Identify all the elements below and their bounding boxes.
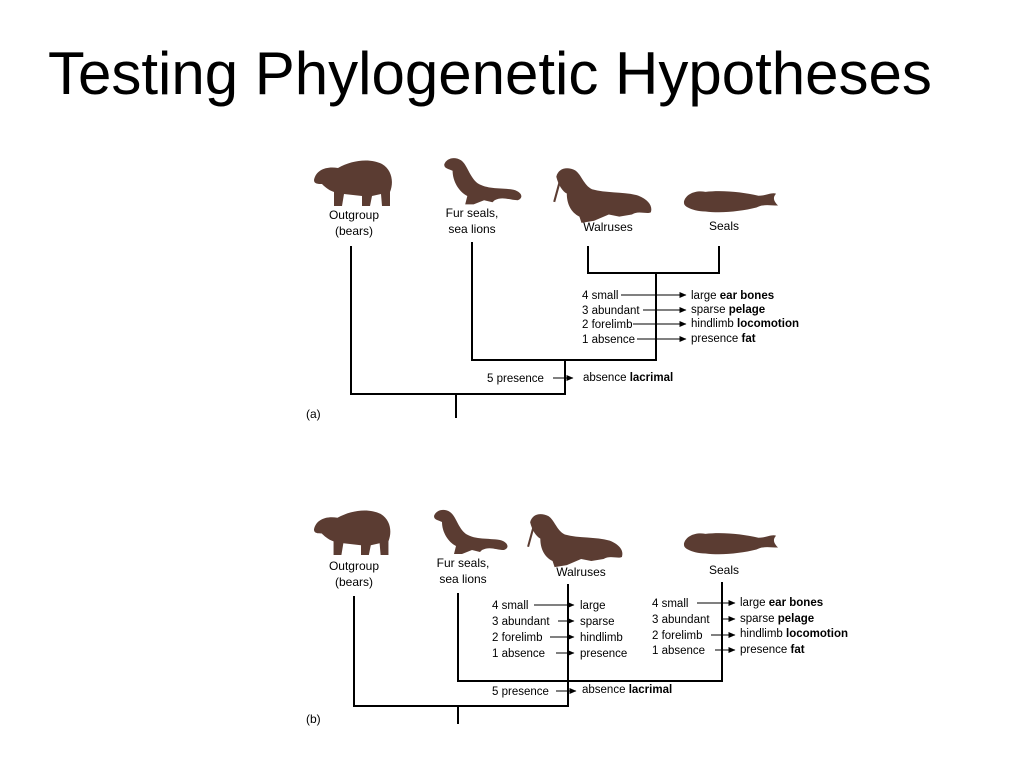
trait-to: hindlimb locomotion xyxy=(691,318,799,330)
trait-from: 1 absence xyxy=(652,645,705,657)
root-trait-to: absence lacrimal xyxy=(583,372,673,384)
panel-label-b: (b) xyxy=(306,712,321,726)
taxon-fur-seals-line1: Fur seals, xyxy=(446,206,499,220)
seal-icon xyxy=(683,533,779,555)
trait-to: hindlimb xyxy=(580,632,623,644)
trait-from: 3 abundant xyxy=(582,305,640,317)
root-trait-from: 5 presence xyxy=(487,373,544,385)
trait-from: 4 small xyxy=(652,598,688,610)
trait-to: hindlimb locomotion xyxy=(740,628,848,640)
trait-from: 4 small xyxy=(582,290,618,302)
walrus-icon xyxy=(553,167,653,224)
taxon-fur-seals-line1: Fur seals, xyxy=(437,556,490,570)
panel-label-a: (a) xyxy=(306,407,321,421)
fur-seal-icon xyxy=(434,509,508,554)
taxon-seals: Seals xyxy=(709,563,739,577)
root-trait-to: absence lacrimal xyxy=(582,684,672,696)
taxon-fur-seals-line2: sea lions xyxy=(439,572,486,586)
trait-to: presence fat xyxy=(740,644,805,656)
trait-to: sparse pelage xyxy=(691,304,765,316)
slide-title: Testing Phylogenetic Hypotheses xyxy=(48,40,932,107)
trait-from: 1 absence xyxy=(582,334,635,346)
tree-a-branches xyxy=(350,242,720,418)
trait-to: sparse pelage xyxy=(740,613,814,625)
trait-to: presence fat xyxy=(691,333,756,345)
trait-from: 3 abundant xyxy=(492,616,550,628)
tree-a: Outgroup (bears) Fur seals, sea lions Wa… xyxy=(306,158,799,421)
trait-to: presence xyxy=(580,648,627,660)
trait-to: large xyxy=(580,600,606,612)
taxon-outgroup-line1: Outgroup xyxy=(329,559,379,573)
bear-icon xyxy=(314,160,392,206)
taxon-outgroup-line2: (bears) xyxy=(335,224,373,238)
taxon-seals: Seals xyxy=(709,219,739,233)
tree-b-branches xyxy=(353,582,723,724)
bear-icon xyxy=(313,510,391,556)
taxon-fur-seals-line2: sea lions xyxy=(448,222,495,236)
taxon-outgroup-line1: Outgroup xyxy=(329,208,379,222)
trait-from: 3 abundant xyxy=(652,614,710,626)
tree-b: Outgroup (bears) Fur seals, sea lions Wa… xyxy=(306,509,848,726)
trait-from: 2 forelimb xyxy=(492,632,543,644)
trait-to: large ear bones xyxy=(740,597,823,609)
trait-from: 1 absence xyxy=(492,648,545,660)
taxon-walruses: Walruses xyxy=(556,565,606,579)
taxon-walruses: Walruses xyxy=(583,220,633,234)
walrus-icon xyxy=(527,513,624,569)
trait-from: 2 forelimb xyxy=(582,319,633,331)
fur-seal-icon xyxy=(444,158,522,205)
trait-from: 2 forelimb xyxy=(652,630,703,642)
trait-to: sparse xyxy=(580,616,615,628)
root-trait-from: 5 presence xyxy=(492,686,549,698)
trait-from: 4 small xyxy=(492,600,528,612)
seal-icon xyxy=(683,191,779,213)
taxon-outgroup-line2: (bears) xyxy=(335,575,373,589)
trait-to: large ear bones xyxy=(691,290,774,302)
